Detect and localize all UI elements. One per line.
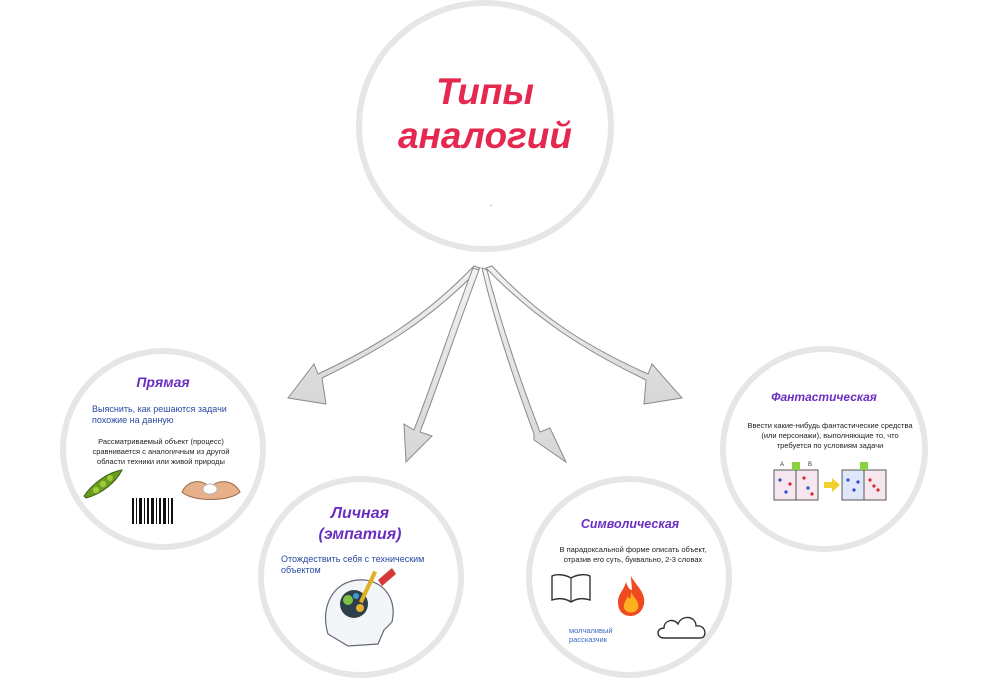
arrow-to-personal [403, 267, 480, 464]
symbolic-title: Символическая [580, 517, 680, 531]
arrow-to-direct [287, 265, 481, 405]
direct-title: Прямая [136, 374, 190, 390]
direct-description: Рассматриваемый объект (процесс) сравнив… [92, 437, 230, 466]
center-dot: . [490, 199, 493, 208]
fantastic-box-a-label: A [780, 462, 785, 468]
symbolic-example-line-2: рассказчик [569, 635, 607, 644]
fantastic-description: Ввести какие-нибудь фантастические средс… [747, 421, 913, 450]
robot-head-icon [324, 568, 396, 647]
fire-icon [618, 576, 645, 616]
pea-pod-icon [83, 469, 123, 499]
personal-title-line-2: (эмпатия) [318, 526, 402, 543]
zebra-barcode-icon [132, 498, 173, 528]
personal-title-line-1: Личная [330, 505, 390, 522]
fantastic-box-b-label: B [808, 462, 813, 468]
hands-icon [181, 481, 241, 500]
symbolic-example-line-1: молчаливый [569, 626, 613, 635]
symbolic-description: В парадоксальной форме описать объект, о… [559, 545, 707, 564]
fantastic-title: Фантастическая [771, 390, 877, 404]
center-circle [356, 0, 614, 252]
fantastic-analogy-circle[interactable] [720, 346, 928, 552]
personal-description: Отождествить себя с техническим объектом [281, 554, 425, 575]
arrow-to-fantastic [485, 265, 683, 405]
open-book-icon [551, 573, 591, 603]
title-line-1: Типы [436, 71, 534, 112]
personal-title: Личная (эмпатия) [300, 503, 420, 545]
main-title: Типы аналогий [370, 70, 600, 158]
maxwell-demon-icon [773, 462, 887, 501]
arrow-to-symbolic [481, 267, 568, 464]
direct-goal: Выяснить, как решаются задачи похожие на… [92, 404, 227, 425]
symbolic-example: молчаливый рассказчик [569, 626, 629, 644]
cloud-icon [657, 616, 706, 639]
title-line-2: аналогий [397, 115, 573, 156]
